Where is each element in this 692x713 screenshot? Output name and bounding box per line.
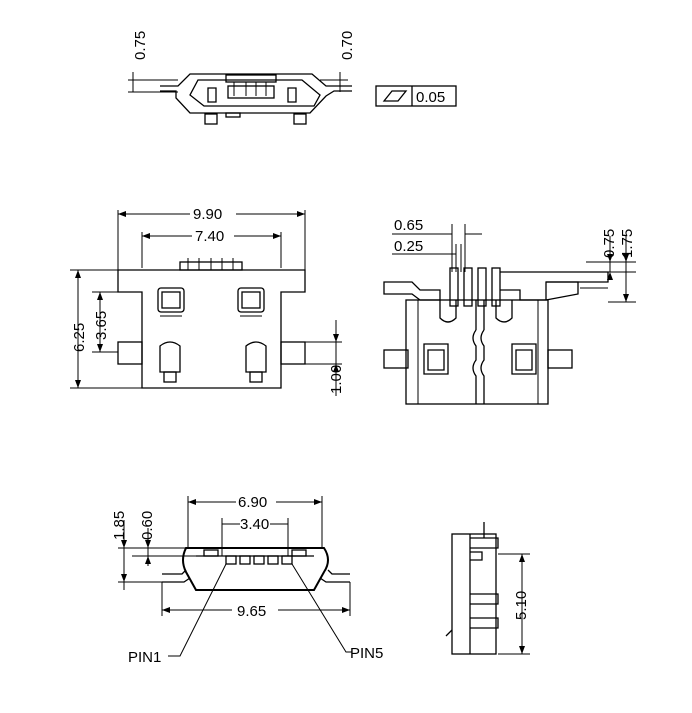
dim-body-width: 6.90 <box>238 494 267 511</box>
dim-top-offset: 0.75 <box>601 229 618 258</box>
dim-small-height: 5.10 <box>513 591 530 620</box>
dim-right-top: 0.70 <box>339 31 356 60</box>
pin1-label: PIN1 <box>128 649 161 666</box>
dim-left-top: 0.75 <box>132 31 149 60</box>
dim-tab-height: 1.00 <box>328 365 345 394</box>
dim-width-outer: 9.90 <box>193 206 222 223</box>
dim-slot: 0.60 <box>139 511 156 540</box>
dim-pin-width: 0.65 <box>394 217 423 234</box>
dim-total-height: 1.75 <box>619 229 636 258</box>
dim-pin-span: 3.40 <box>240 516 269 533</box>
front-view: 9.90 7.40 1.00 <box>70 206 345 396</box>
dim-bottom-height: 1.85 <box>111 511 128 540</box>
small-side-view: 5.10 <box>445 522 530 655</box>
bottom-view: 6.90 3.40 9.65 1.85 0.60 <box>111 494 383 666</box>
dim-height-upper: 3.65 <box>93 311 110 340</box>
parallelogram-flatness-icon <box>382 90 408 102</box>
dim-pin-gap: 0.25 <box>394 238 423 255</box>
pin5-label: PIN5 <box>350 645 383 662</box>
dim-height-total: 6.25 <box>71 323 88 352</box>
dim-width-inner: 7.40 <box>195 228 224 245</box>
top-profile-view: 0.75 0.70 0.05 <box>128 31 457 125</box>
side-view: 0.65 0.25 0.75 1.7 <box>383 217 636 405</box>
flatness-value: 0.05 <box>416 89 445 106</box>
dim-total-width: 9.65 <box>237 603 266 620</box>
